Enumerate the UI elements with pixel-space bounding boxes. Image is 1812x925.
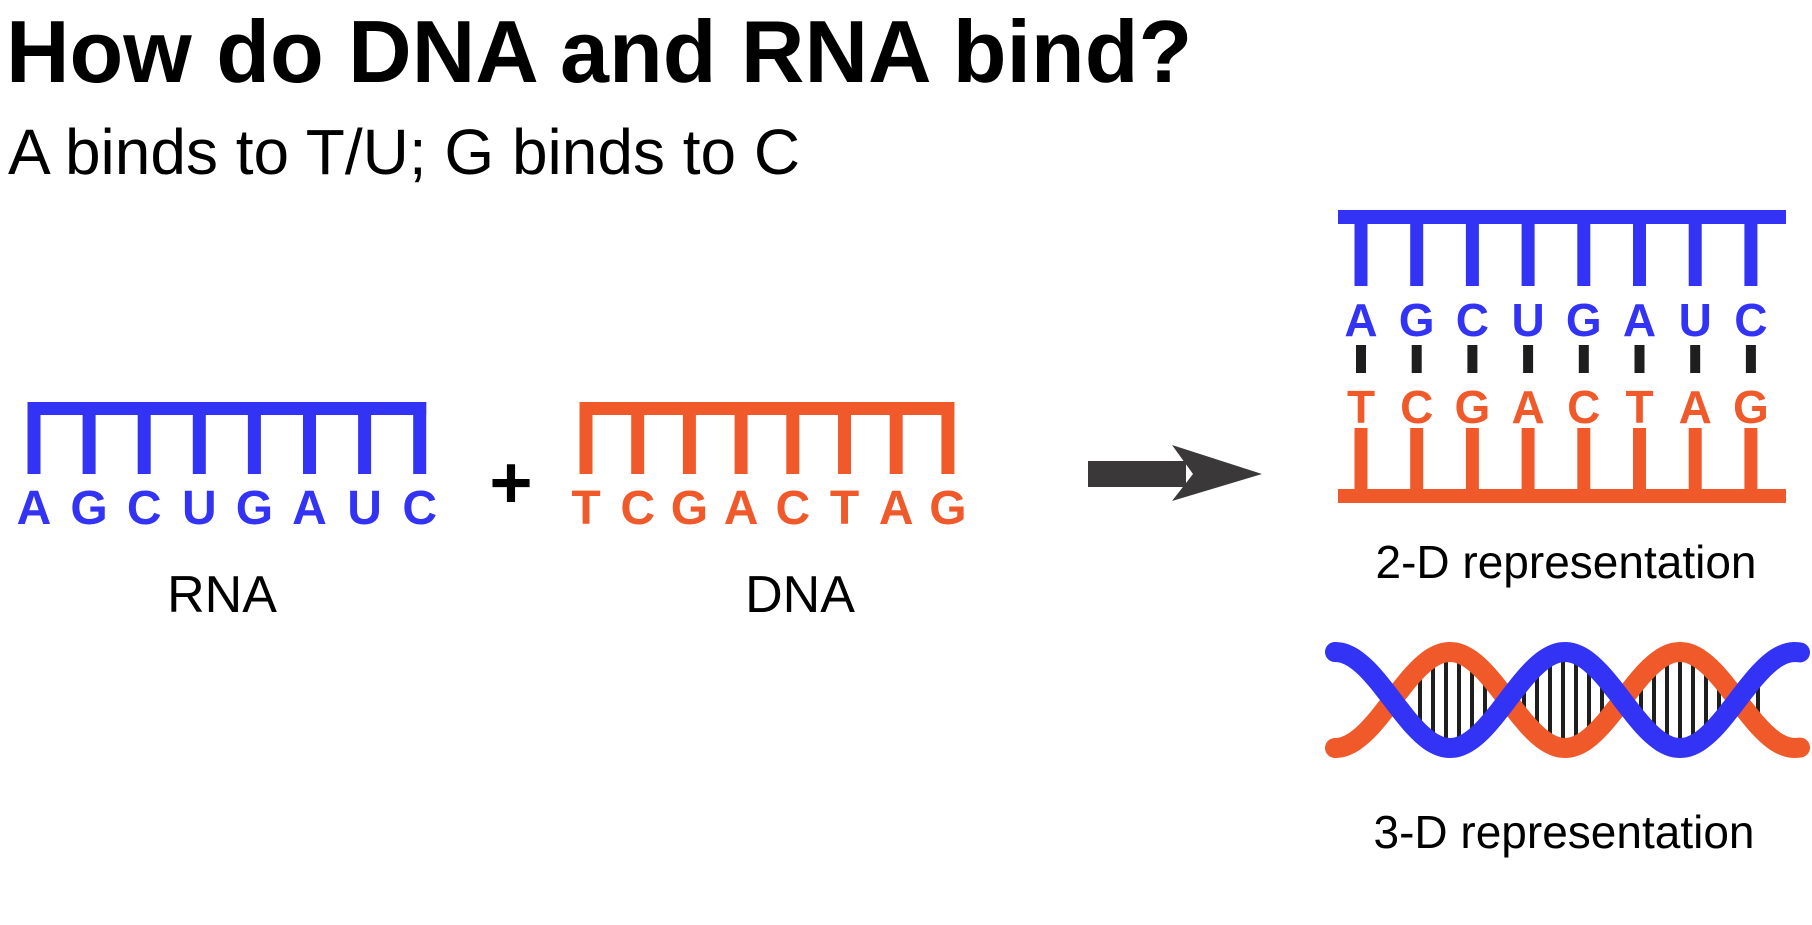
rna-label: RNA <box>167 566 277 624</box>
base-stem <box>1744 428 1758 498</box>
hydrogen-bond <box>1467 345 1478 373</box>
base-stem <box>1688 428 1702 498</box>
hydrogen-bond <box>1411 345 1422 373</box>
base-stem <box>682 402 696 474</box>
base-stem <box>1521 210 1535 286</box>
hydrogen-bond <box>1634 345 1645 373</box>
base-letter-top: U <box>1511 294 1544 346</box>
base-letter: A <box>879 482 914 535</box>
helix-dna-strand <box>1325 641 1810 759</box>
base-letter: A <box>724 482 759 535</box>
base-letter: A <box>17 482 52 535</box>
base-stem <box>413 402 427 474</box>
base-stem <box>631 402 645 474</box>
base-letter-top: C <box>1456 294 1489 346</box>
base-stem <box>358 402 372 474</box>
base-stem <box>1577 210 1591 286</box>
base-stem <box>1410 210 1424 286</box>
base-letter: C <box>402 482 437 535</box>
hydrogen-bond <box>1523 345 1534 373</box>
base-letter: G <box>70 482 107 535</box>
base-stem <box>192 402 206 474</box>
base-letter: U <box>182 482 217 535</box>
base-letter-bottom: A <box>1511 381 1544 433</box>
dna-label: DNA <box>745 566 855 624</box>
base-letter-top: U <box>1679 294 1712 346</box>
base-letter-top: G <box>1566 294 1602 346</box>
base-letter-bottom: T <box>1347 381 1375 433</box>
backbone <box>579 402 955 415</box>
base-letter: A <box>292 482 327 535</box>
base-stem <box>247 402 261 474</box>
base-letter-bottom: A <box>1679 381 1712 433</box>
base-stem <box>1688 210 1702 286</box>
base-stem <box>1465 428 1479 498</box>
plus-sign: + <box>489 441 532 524</box>
page-subtitle: A binds to T/U; G binds to C <box>8 116 801 188</box>
base-letter: G <box>929 482 966 535</box>
base-letter: T <box>830 482 859 535</box>
caption-3d: 3-D representation <box>1374 806 1755 858</box>
base-stem <box>1633 428 1646 498</box>
base-letter-top: G <box>1399 294 1435 346</box>
base-stem <box>137 402 151 474</box>
base-stem <box>941 402 955 474</box>
helix-rna-strand <box>1325 641 1810 759</box>
base-letter-top: C <box>1734 294 1767 346</box>
base-letter-bottom: G <box>1733 381 1769 433</box>
base-stem <box>734 402 748 474</box>
base-stem <box>786 402 800 474</box>
right-arrow-icon <box>1088 445 1262 501</box>
base-stem <box>1744 210 1758 286</box>
base-stem <box>1410 428 1424 498</box>
base-stem <box>82 402 96 474</box>
hydrogen-bond <box>1356 345 1366 373</box>
page-title: How do DNA and RNA bind? <box>6 2 1193 101</box>
base-letter: U <box>347 482 382 535</box>
base-stem <box>1633 210 1646 286</box>
helix-3d <box>1325 641 1810 759</box>
base-letter: C <box>127 482 162 535</box>
base-letter-top: A <box>1344 294 1377 346</box>
base-letter-bottom: C <box>1567 381 1600 433</box>
base-stem <box>889 402 903 474</box>
base-letter: T <box>571 482 600 535</box>
backbone-top <box>1338 210 1786 224</box>
base-stem <box>1354 210 1368 286</box>
base-stem <box>1577 428 1591 498</box>
base-letter: G <box>671 482 708 535</box>
base-stem <box>1465 210 1479 286</box>
base-letter: G <box>236 482 273 535</box>
base-stem <box>1354 428 1368 498</box>
base-stem <box>27 402 41 474</box>
base-stem <box>579 402 593 474</box>
backbone-bottom <box>1338 489 1786 503</box>
hydrogen-bond <box>1690 345 1701 373</box>
base-letter: C <box>620 482 655 535</box>
caption-2d: 2-D representation <box>1376 536 1757 588</box>
base-letter-bottom: C <box>1400 381 1433 433</box>
base-letter-bottom: T <box>1625 381 1653 433</box>
backbone <box>27 402 427 415</box>
base-letter-bottom: G <box>1455 381 1491 433</box>
hydrogen-bond <box>1745 345 1756 373</box>
base-stem <box>838 402 851 474</box>
base-letter-top: A <box>1623 294 1656 346</box>
hydrogen-bond <box>1578 345 1589 373</box>
base-stem <box>1521 428 1535 498</box>
base-letter: C <box>775 482 810 535</box>
base-stem <box>303 402 316 474</box>
